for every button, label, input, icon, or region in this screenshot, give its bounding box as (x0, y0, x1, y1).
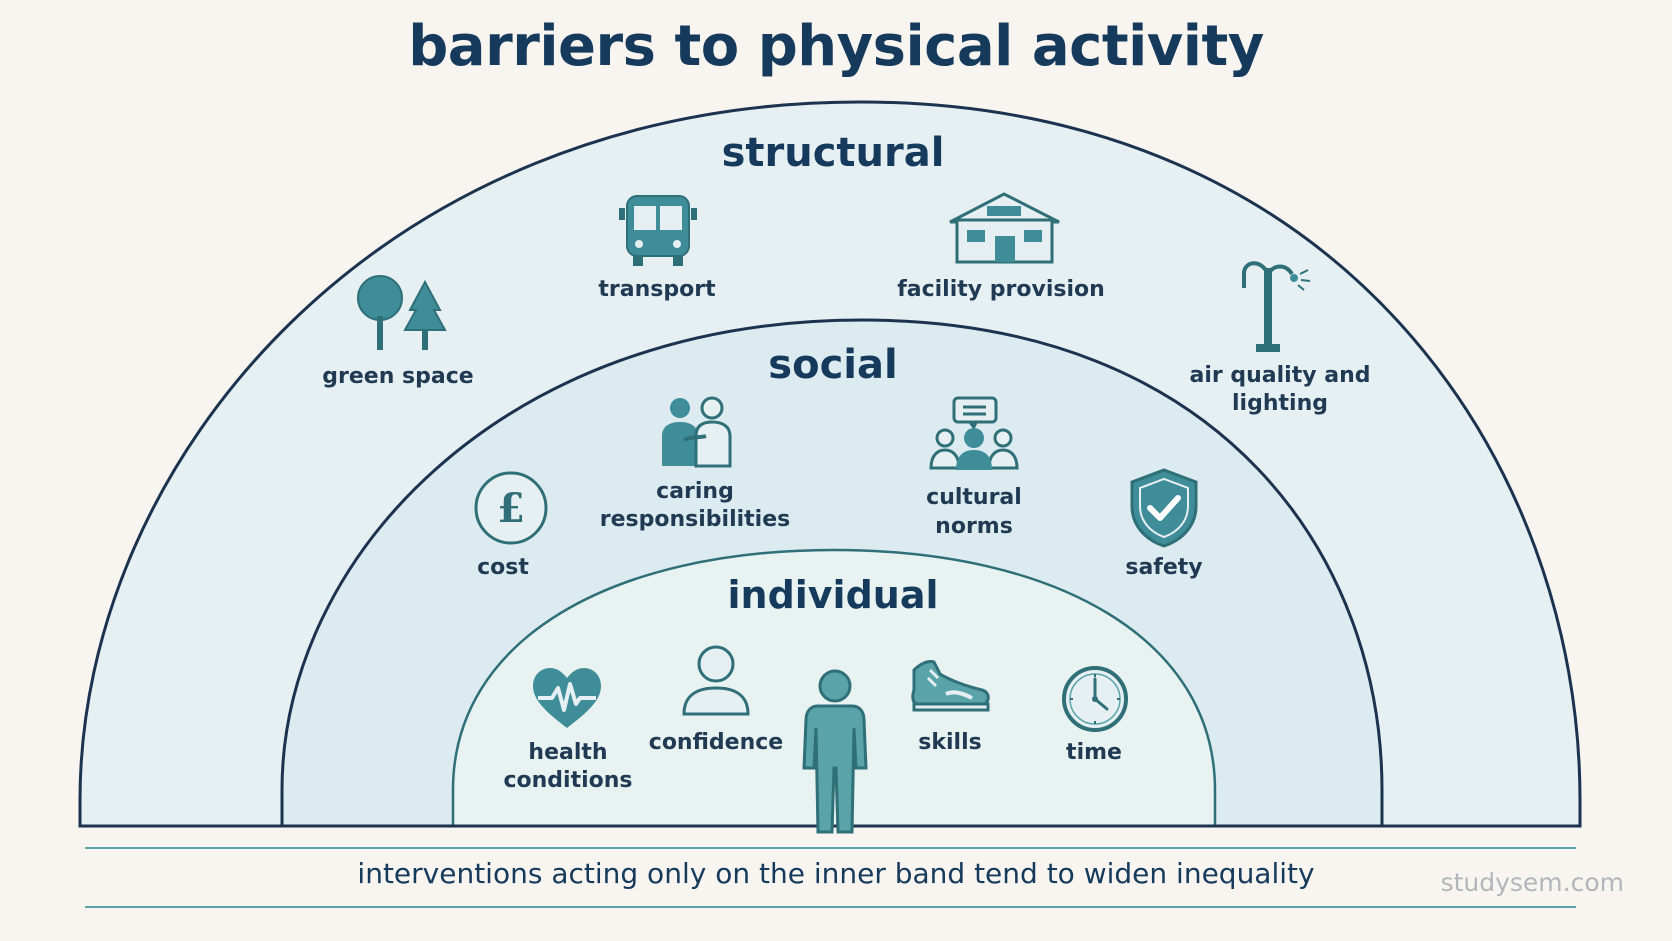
transport-label: transport (598, 277, 716, 302)
pound-coin-icon: £ (474, 471, 548, 545)
group-speech-icon (929, 396, 1019, 470)
trainer-shoe-icon (911, 660, 990, 712)
green-space-label: green space (322, 364, 474, 389)
heart-pulse-icon (533, 668, 601, 728)
air-quality-label-2: lighting (1232, 391, 1328, 416)
time-label: time (1066, 740, 1122, 765)
caring-label-2: responsibilities (599, 507, 791, 532)
safety-label: safety (1125, 555, 1203, 580)
skills-label: skills (918, 730, 982, 755)
confidence-label: confidence (648, 730, 784, 755)
page-title: barriers to physical activity (408, 14, 1264, 79)
air-quality-label-1: air quality and (1189, 363, 1371, 388)
person-figure-icon (802, 669, 868, 834)
social-label: social (768, 342, 898, 388)
svg-text:£: £ (497, 485, 525, 532)
health-label-2: conditions (503, 768, 633, 793)
health-label-1: health (528, 740, 608, 765)
facility-provision-label: facility provision (897, 277, 1105, 302)
cost-label: cost (477, 555, 529, 580)
caring-label-1: caring (656, 479, 734, 504)
bus-icon (619, 195, 697, 266)
cultural-label-2: norms (935, 514, 1013, 539)
cultural-label-1: cultural (926, 485, 1022, 510)
individual-label: individual (727, 573, 939, 617)
watermark: studysem.com (1440, 868, 1624, 897)
street-lamp-icon (1242, 261, 1311, 352)
shield-check-icon (1130, 468, 1198, 548)
clock-icon (1062, 666, 1128, 732)
person-outline-icon (682, 645, 750, 716)
caring-people-icon (662, 396, 732, 468)
footer-caption: interventions acting only on the inner b… (357, 857, 1315, 890)
building-icon (949, 192, 1060, 264)
trees-icon (357, 275, 447, 350)
structural-label: structural (721, 130, 945, 176)
